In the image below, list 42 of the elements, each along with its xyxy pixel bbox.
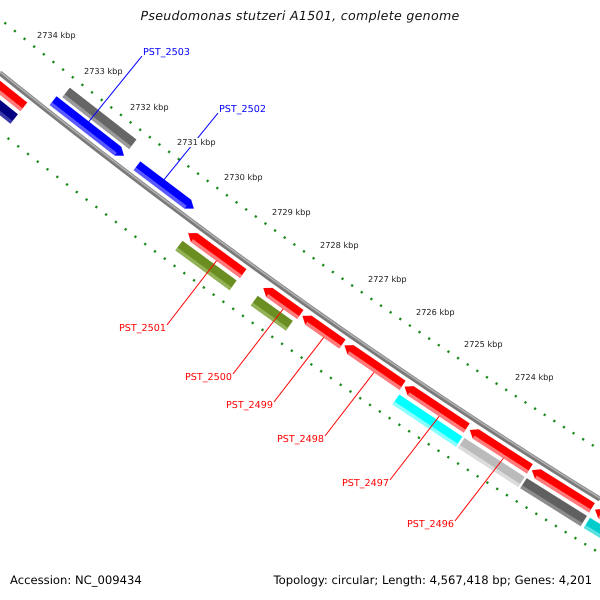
scale-label: 2724 kbp	[515, 373, 554, 382]
map-title: Pseudomonas stutzeri A1501, complete genome	[140, 9, 460, 24]
scale-label: 2734 kbp	[37, 31, 76, 40]
scale-label: 2725 kbp	[464, 340, 503, 350]
gene-feature	[50, 96, 124, 156]
leader-line	[164, 112, 218, 180]
leader-line	[454, 458, 504, 522]
scale-label: 2733 kbp	[84, 67, 123, 76]
scale-label: 2730 kbp	[224, 173, 263, 182]
gene-feature	[250, 296, 293, 331]
gene-label: PST_2498	[277, 434, 324, 446]
gene-feature	[392, 394, 462, 447]
gene-feature	[344, 345, 406, 390]
gene-label: PST_2500	[185, 372, 232, 384]
gene-feature	[302, 316, 346, 349]
gene-feature	[458, 438, 525, 487]
gene-feature	[0, 100, 18, 124]
leader-line	[166, 260, 218, 326]
scale-label: 2729 kbp	[272, 208, 311, 218]
gene-label: PST_2501	[119, 323, 166, 334]
gene-feature	[134, 161, 194, 209]
gene-feature	[584, 518, 600, 538]
scale-label: 2731 kbp	[177, 138, 216, 148]
leader-line	[88, 56, 142, 122]
genome-summary: Topology: circular; Length: 4,567,418 bp; Genes: 4,201	[274, 574, 592, 588]
scale-label: 2728 kbp	[320, 241, 359, 250]
gene-label: PST_2497	[342, 478, 389, 490]
accession-text: Accession: NC_009434	[10, 574, 142, 588]
gene-label: PST_2503	[143, 47, 190, 58]
gene-feature	[594, 509, 600, 520]
scale-label: 2727 kbp	[368, 275, 407, 284]
gene-feature	[520, 478, 587, 526]
leader-line	[389, 416, 440, 480]
scale-label: 2726 kbp	[416, 308, 455, 318]
scale-label: 2732 kbp	[130, 103, 169, 112]
leader-line	[324, 372, 374, 436]
gene-label: PST_2502	[219, 104, 266, 116]
leader-line	[273, 336, 324, 402]
gene-label: PST_2496	[407, 519, 454, 530]
leader-line	[232, 308, 284, 374]
gene-label: PST_2499	[226, 400, 273, 412]
gene-feature	[175, 240, 237, 290]
